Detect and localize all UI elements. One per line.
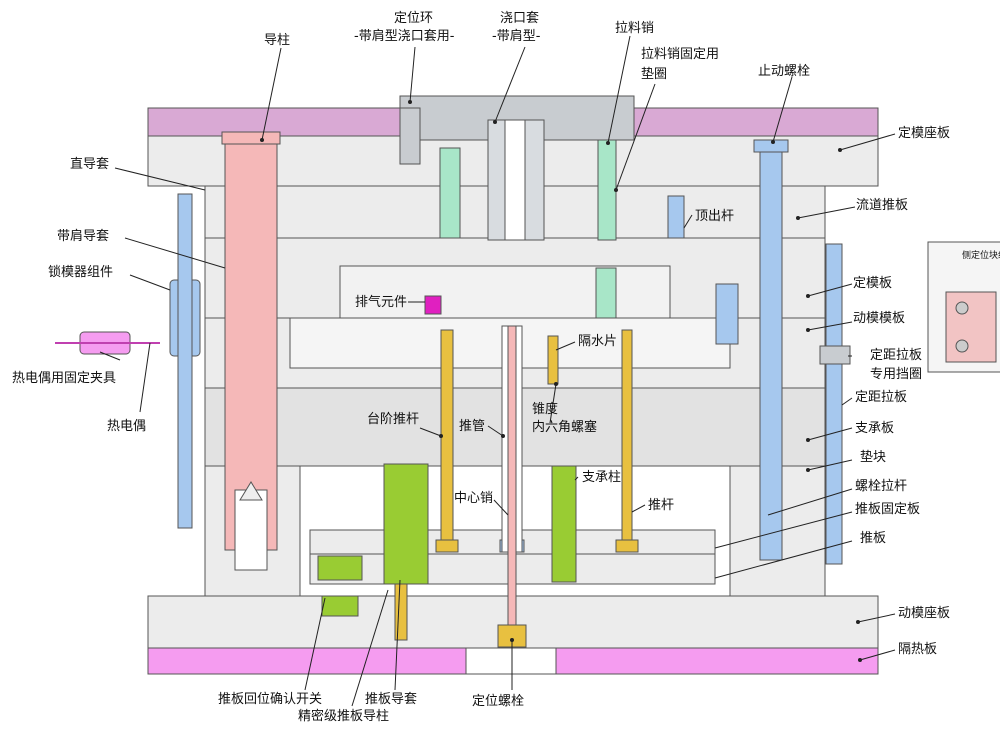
label-thermocouple-clamp: 热电偶用固定夹具: [12, 371, 116, 386]
stop-bolt-head: [753, 139, 789, 153]
label-precision-guide: 精密级推板导柱: [298, 708, 389, 724]
label-baffle: 隔水片: [578, 334, 617, 349]
distance-plate-ring: [819, 345, 851, 365]
label-vent: 排气元件: [355, 294, 407, 310]
label-puller-pin: 拉料销: [615, 21, 654, 36]
label-straight-bushing: 直导套: [70, 156, 109, 172]
label-ejector-plate: 推板: [860, 531, 886, 546]
stop-bolt: [759, 139, 783, 561]
label-thermocouple: 热电偶: [107, 419, 146, 434]
labels: 导柱 定位环 -带肩型浇口套用- 浇口套 -带肩型- 拉料销 拉料销固定用 垫圈…: [12, 10, 950, 724]
guide-pillar-hole: [234, 489, 268, 571]
label-puller-washer-2: 垫圈: [641, 66, 667, 82]
label-step-pin: 台阶推杆: [367, 412, 419, 427]
ejector-pin-head: [615, 539, 639, 553]
label-ejector-pin-top: 顶出杆: [695, 209, 734, 224]
side-lock-block: [945, 291, 997, 363]
guide-pillar-head: [221, 131, 281, 145]
label-insulation-plate: 隔热板: [898, 642, 937, 657]
insulation-plate-left: [147, 647, 467, 675]
cavity-block-right: [715, 283, 739, 345]
side-lock-bolt-2: [955, 339, 969, 353]
label-sprue-bushing-sub: -带肩型-: [492, 28, 541, 44]
ejector-pin-top: [667, 195, 685, 239]
label-sleeve: 推管: [459, 419, 485, 434]
baffle: [547, 335, 559, 385]
label-bolt-puller: 螺栓拉杆: [855, 479, 907, 494]
leader-dots: [260, 100, 862, 662]
label-top-clamp-plate: 定模座板: [898, 126, 950, 141]
label-guide-pillar: 导柱: [264, 33, 290, 48]
label-locating-ring-sub: -带肩型浇口套用-: [354, 28, 455, 44]
leader-lines: [99, 35, 896, 707]
label-ejector-bushing: 推板导套: [365, 691, 417, 707]
label-mold-lock: 锁模器组件: [48, 264, 113, 280]
center-pin: [507, 325, 517, 627]
label-distance-plate: 定距拉板: [855, 390, 907, 405]
side-lock-bolt-1: [955, 301, 969, 315]
label-support-plate: 支承板: [855, 421, 894, 436]
mold-lock-rod: [177, 193, 193, 529]
label-core-plate: 动模模板: [853, 311, 905, 326]
label-shoulder-bushing: 带肩导套: [57, 228, 109, 244]
label-puller-bolt-1: 定距拉板: [870, 348, 922, 363]
green-bushing-left: [439, 147, 461, 239]
distance-plate-rod: [825, 243, 843, 565]
label-cavity-plate: 定模板: [853, 276, 892, 291]
ejector-bushing-pin: [394, 579, 408, 641]
label-sprue-bushing: 浇口套: [500, 10, 539, 26]
label-puller-washer-1: 拉料销固定用: [641, 47, 719, 62]
label-bottom-clamp-plate: 动模座板: [898, 606, 950, 621]
label-puller-bolt-2: 专用挡圈: [870, 367, 922, 382]
vent-element: [424, 295, 442, 315]
label-spacer-block: 垫块: [860, 449, 886, 465]
label-taper-plug-1: 锥度: [532, 401, 558, 417]
support-pillar: [551, 465, 577, 583]
step-ejector-pin-head: [435, 539, 459, 553]
label-taper-plug-2: 内六角螺塞: [532, 419, 597, 435]
label-locating-ring: 定位环: [394, 11, 433, 26]
label-support-pillar: 支承柱: [582, 470, 621, 485]
guide-pillar-hole-tip: [239, 481, 263, 501]
sprue-channel: [504, 119, 526, 241]
label-ejector-pin: 推杆: [648, 498, 674, 513]
insulation-plate-right: [555, 647, 879, 675]
precision-ejector-guide: [383, 463, 429, 585]
puller-pin: [597, 139, 617, 241]
label-locating-bolt: 定位螺栓: [472, 694, 524, 709]
return-switch-lower: [321, 595, 359, 617]
green-bushing-lower: [595, 267, 617, 319]
step-ejector-pin: [440, 329, 454, 551]
side-lock-inset-label: 侧定位块组: [962, 249, 1000, 261]
label-return-switch: 推板回位确认开关: [218, 692, 322, 707]
label-ejector-retainer: 推板固定板: [855, 502, 920, 517]
return-switch: [317, 555, 363, 581]
label-center-pin: 中心销: [454, 491, 493, 506]
ejector-pin: [621, 329, 633, 551]
label-stop-bolt: 止动螺栓: [758, 64, 810, 79]
cavity-insert: [339, 265, 671, 319]
insulation-plate-gap: [465, 647, 557, 675]
label-runner-stripper: 流道推板: [856, 198, 908, 213]
locating-ring-screw: [399, 107, 421, 165]
